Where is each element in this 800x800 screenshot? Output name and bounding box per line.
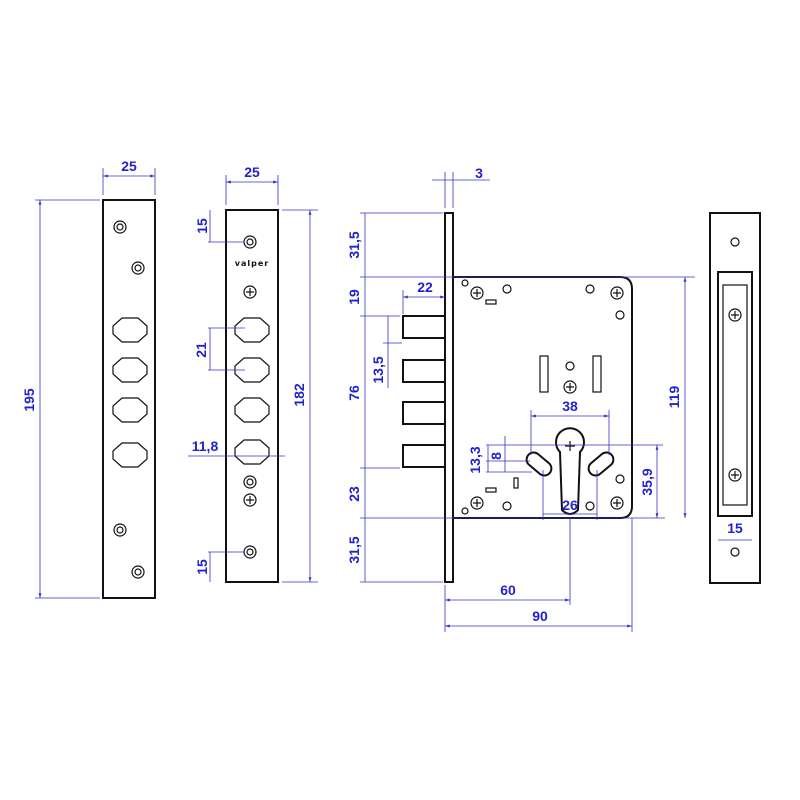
dim-strike-width: 15	[727, 520, 743, 536]
dim-bolt-width: 11,8	[192, 438, 219, 454]
dim-cover-width: 25	[244, 164, 260, 180]
dim-top-to-bolt: 19	[346, 289, 362, 305]
dim-cyl-screw-spacing: 26	[562, 497, 578, 513]
dim-case-height: 119	[666, 385, 682, 408]
brand-logo: valper	[235, 259, 269, 268]
dim-bolt-spacing: 13,5	[370, 356, 386, 383]
dim-cyl-offset-b: 8	[488, 452, 504, 460]
dim-cover-bottom: 15	[194, 559, 210, 575]
dim-cyl-offset-a: 13,3	[467, 446, 483, 473]
front-plate: 25 195	[21, 158, 156, 599]
dim-faceplate-thickness: 3	[475, 165, 483, 181]
dim-cover-top: 15	[194, 218, 210, 234]
dim-bolt-projection: 22	[417, 279, 433, 295]
dim-cyl-to-bottom: 35,9	[639, 468, 655, 495]
strike-plate: 15	[709, 212, 761, 584]
dim-screw-spacing: 38	[562, 398, 578, 414]
dim-bottom-margin: 31,5	[346, 536, 362, 563]
dim-bolt-to-bottom: 23	[346, 486, 362, 502]
dim-top-margin: 31,5	[346, 231, 362, 258]
lock-body: 3 31,5 19 76 23 31,5 22 13,5 119 38 13,3…	[346, 165, 695, 632]
dim-bolt-span: 76	[346, 385, 362, 401]
dim-front-height: 195	[21, 388, 37, 412]
dim-front-width: 25	[121, 158, 137, 174]
dim-bolt-pitch: 21	[193, 342, 209, 358]
cover-plate: valper 25 182 15 21 11,8 15	[188, 164, 318, 583]
dim-cover-height: 182	[291, 383, 307, 407]
dim-case-depth: 90	[532, 608, 548, 624]
dim-backset: 60	[500, 582, 516, 598]
